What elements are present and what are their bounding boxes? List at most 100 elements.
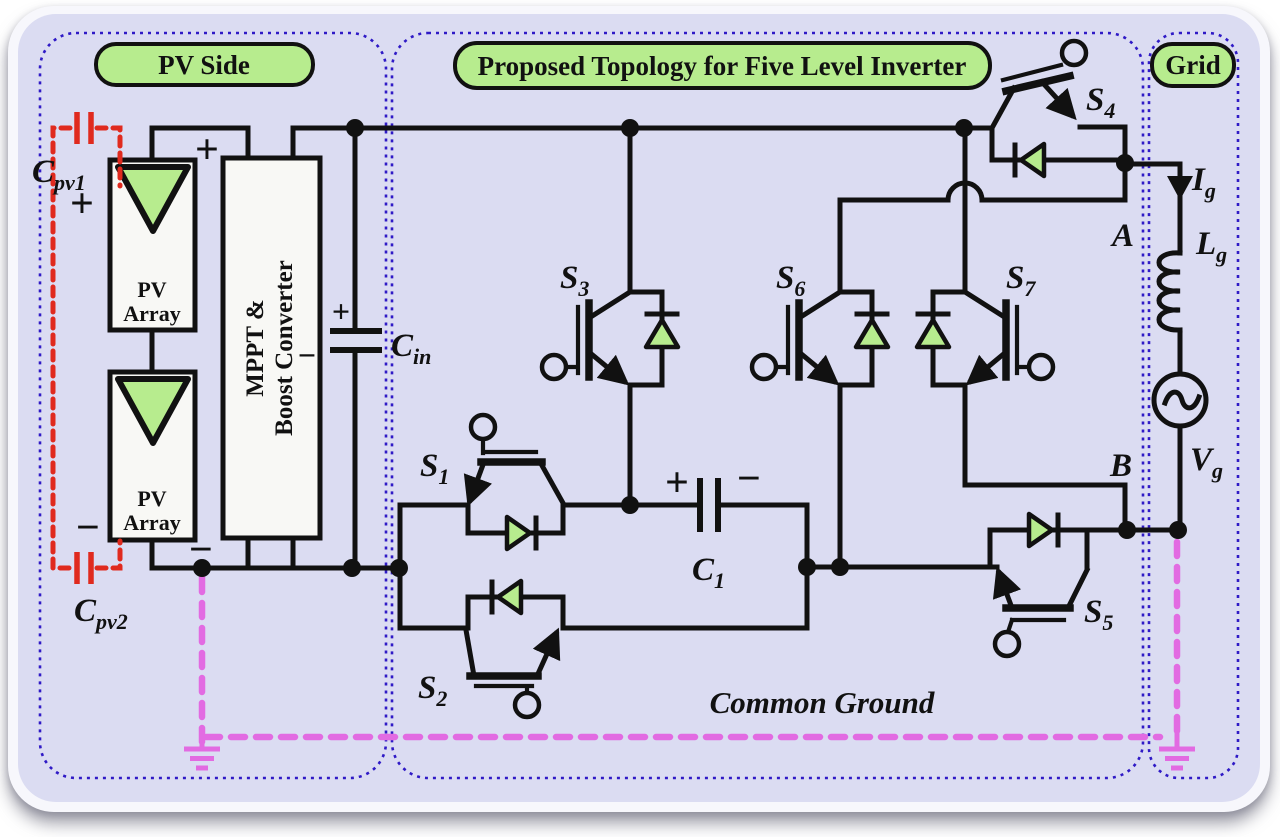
s4-channel-bar <box>1001 71 1075 96</box>
wire-s4-emitter <box>1077 124 1128 166</box>
c1-plus-sign: + <box>665 460 689 506</box>
pv-side-title: PV Side <box>158 50 250 80</box>
s4-collector-lead <box>988 84 1018 132</box>
s6-label: S6 <box>776 260 805 301</box>
grid-title: Grid <box>1165 50 1221 80</box>
cin-plus-sign: + <box>332 293 350 329</box>
pv-array-2-label-line2: Array <box>123 510 180 535</box>
pv-array-2-label-line1: PV <box>137 486 166 511</box>
pv-section-border <box>38 31 388 780</box>
junction <box>346 119 364 137</box>
wire-c1-right <box>717 502 810 570</box>
s6-gate-bar <box>773 304 791 376</box>
mppt-box <box>220 155 323 541</box>
grid-branch <box>1151 176 1209 429</box>
s5-collector-lead <box>1064 566 1091 612</box>
wire-s7-to-node-b <box>962 382 1128 533</box>
s3-gate-bar <box>563 304 581 376</box>
pv-array-2-triangle-icon <box>115 376 191 446</box>
s1-gate-terminal-icon <box>468 412 498 442</box>
junction <box>621 496 639 514</box>
cpv1-dashed-link <box>94 125 123 189</box>
junction <box>831 558 849 576</box>
switch-s3 <box>539 288 681 388</box>
s3-diode-icon <box>643 317 681 350</box>
s4-gate-bar <box>1000 62 1064 83</box>
node-a-label: A <box>1110 218 1134 254</box>
s1-diode-icon <box>504 514 533 552</box>
cin-capacitor-icon <box>330 328 382 353</box>
cpv2-dashed-link <box>94 538 123 571</box>
s3-gate-terminal-icon <box>539 352 569 382</box>
junction <box>193 559 211 577</box>
switch-s5 <box>992 511 1091 659</box>
s1-collector-lead <box>536 458 567 507</box>
switch-s6 <box>749 288 891 388</box>
s5-label: S5 <box>1084 594 1113 635</box>
junction <box>798 558 816 576</box>
junction <box>621 119 639 137</box>
s6-diode-icon <box>853 317 891 350</box>
junction-node-a <box>1116 154 1134 172</box>
s3-emitter-lead <box>585 348 630 386</box>
c1-capacitor-icon <box>697 478 721 532</box>
wire-s4-diode-loop <box>989 125 1128 166</box>
wire-s5-diode-loop <box>987 527 1130 570</box>
pv-array-1: PV Array <box>107 157 198 333</box>
pv-array-1-triangle-icon <box>115 164 191 234</box>
pv-side-title-box <box>94 42 315 87</box>
c1-minus-sign: − <box>737 456 761 502</box>
s7-gate-bar <box>1014 304 1032 376</box>
s7-diode-icon <box>914 317 952 350</box>
vg-ac-source-icon <box>1151 371 1209 429</box>
s2-collector-lead <box>463 627 477 679</box>
s2-gate-terminal-icon <box>512 690 542 720</box>
ground-symbol-right-icon <box>1159 733 1195 771</box>
wire-dc-top-bus <box>290 125 995 161</box>
wire-s6-to-node-a-left <box>837 197 951 295</box>
wire-negative-bus <box>149 537 403 571</box>
s5-gate-terminal-icon <box>992 629 1022 659</box>
cpv2-minus-sign: − <box>76 505 100 551</box>
cin-minus-sign: − <box>298 337 316 373</box>
s3-label: S3 <box>560 260 589 301</box>
s4-label: S4 <box>1086 82 1115 123</box>
ac-sine-icon <box>1161 389 1203 411</box>
wire-s2-right <box>560 564 810 631</box>
s2-diode-icon <box>495 578 524 616</box>
s1-label: S1 <box>420 448 449 489</box>
s7-collector-lead <box>961 288 1010 322</box>
s5-emitter-lead <box>992 566 1022 612</box>
wire-pv-plus-to-mppt <box>149 125 251 163</box>
component-labels: Cpv1 Cpv2 Cin C1 S1 S2 S3 S4 S5 S6 S7 A … <box>32 82 1227 720</box>
s1-gate-bar <box>480 435 539 456</box>
s6-collector-lead <box>795 288 844 322</box>
s4-diode-icon <box>1018 141 1047 179</box>
pv-array-1-label-line1: PV <box>137 277 166 302</box>
mppt-label-line2: Boost Converter <box>271 260 298 436</box>
s6-emitter-lead <box>795 348 840 386</box>
ig-current-arrow-icon <box>1167 176 1193 200</box>
junction <box>1169 521 1187 539</box>
junction <box>343 559 361 577</box>
common-ground-net <box>184 538 1195 771</box>
mppt-label-line1: MPPT & <box>242 299 269 396</box>
s5-gate-bar <box>1005 617 1067 635</box>
switch-s7 <box>914 288 1056 388</box>
s2-emitter-lead <box>532 627 561 680</box>
pv-array-1-label-line2: Array <box>123 301 180 326</box>
s7-gate-terminal-icon <box>1026 352 1056 382</box>
junction <box>390 559 408 577</box>
figure-card <box>8 6 1270 812</box>
cpv2-capacitor-icon <box>74 552 94 584</box>
node-b-label: B <box>1109 448 1132 484</box>
ig-label: Ig <box>1191 162 1216 203</box>
switch-s4 <box>988 38 1089 179</box>
lg-inductor-icon <box>1156 250 1183 333</box>
s3-collector-lead <box>585 288 634 322</box>
s6-gate-terminal-icon <box>749 352 779 382</box>
s4-emitter-lead <box>1038 78 1077 121</box>
junction-dots <box>193 119 1187 577</box>
cin-capacitor <box>330 328 382 353</box>
topology-title-box <box>453 41 992 90</box>
